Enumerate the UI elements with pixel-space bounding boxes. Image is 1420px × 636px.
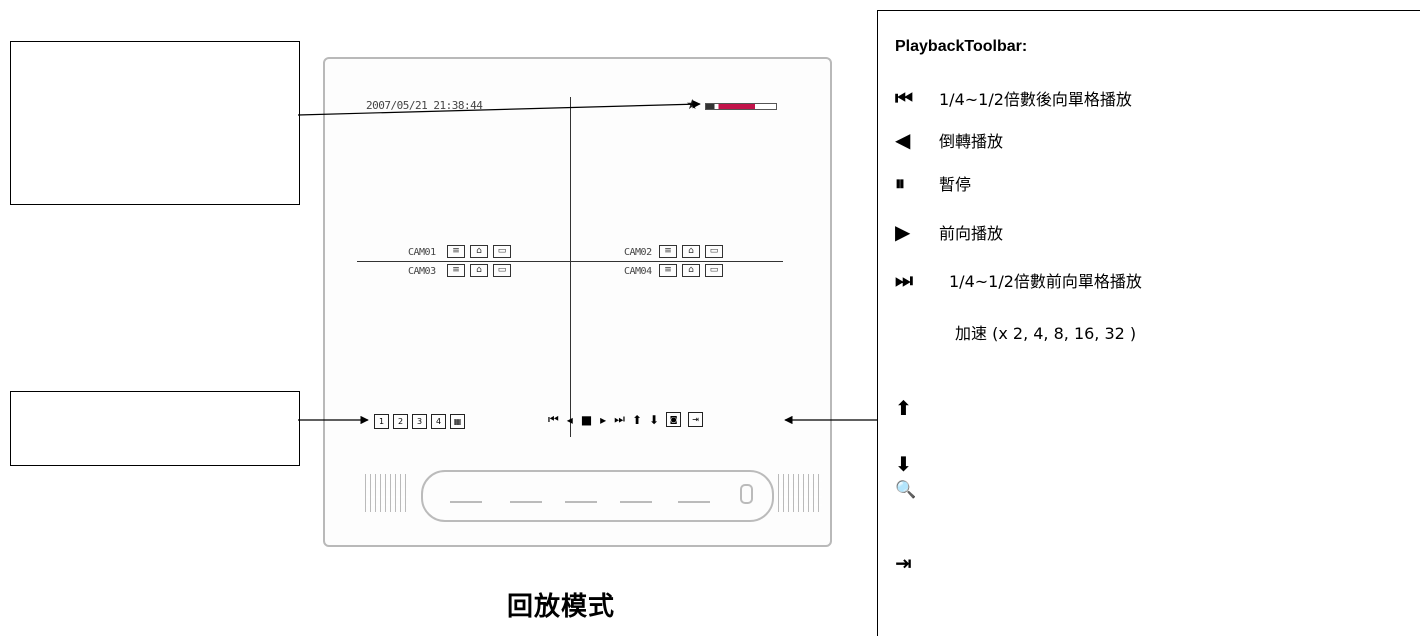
legend-item-arrow-down: ⬇ [895, 454, 921, 474]
osd-timestamp: 2007/05/21 21:38:44 [366, 99, 483, 112]
legend-item-rewind: ◀ 倒轉播放 [895, 128, 1003, 152]
panel-button-1 [450, 487, 482, 503]
legend-label: 1/4~1/2倍數前向單格播放 [949, 272, 1142, 291]
screen-divider-vertical [570, 97, 571, 437]
legend-item-step-back: ⏮ 1/4~1/2倍數後向單格播放 [895, 86, 1132, 110]
camera-label-1: CAM01 [408, 247, 436, 258]
callout-box-top [10, 41, 300, 205]
arrow-timestamp [297, 100, 701, 116]
channel-4-button[interactable]: 4 [431, 414, 446, 429]
step-back-icon[interactable]: ⏮ [548, 412, 559, 426]
pause-icon[interactable]: ■ [580, 412, 593, 427]
speaker-grille-left [365, 474, 409, 512]
camera-status-icons-3: ≡ ⌂ ▭ [447, 264, 511, 277]
legend-label: 1/4~1/2倍數後向單格播放 [939, 90, 1132, 109]
motion-icon: ⌂ [470, 245, 488, 258]
legend-panel [877, 10, 1420, 636]
front-control-panel [421, 470, 774, 522]
motion-icon: ⌂ [682, 264, 700, 277]
video-icon: ▭ [493, 245, 511, 258]
pause-icon: ⏸ [895, 171, 905, 195]
record-icon: ≡ [659, 245, 677, 258]
speaker-grille-right [778, 474, 822, 512]
play-icon[interactable]: ▸ [600, 412, 607, 427]
legend-item-arrow-up: ⬆ [895, 398, 921, 418]
legend-item-zoom: 🔍 [895, 482, 921, 499]
video-icon: ▭ [705, 264, 723, 277]
rewind-icon[interactable]: ◂ [566, 412, 573, 427]
play-icon: ▶ [895, 220, 911, 244]
exit-icon[interactable]: ⇥ [688, 412, 704, 427]
legend-heading: PlaybackToolbar: [895, 38, 1028, 55]
step-forward-icon[interactable]: ⏭ [614, 412, 625, 426]
video-icon: ▭ [493, 264, 511, 277]
legend-label: 倒轉播放 [939, 132, 1004, 151]
motion-icon: ⌂ [682, 245, 700, 258]
channel-3-button[interactable]: 3 [412, 414, 427, 429]
channel-1-button[interactable]: 1 [374, 414, 389, 429]
callout-box-bottom [10, 391, 300, 466]
legend-label: 前向播放 [939, 224, 1004, 243]
motion-icon: ⌂ [470, 264, 488, 277]
zoom-icon[interactable]: ◙ [666, 412, 682, 427]
camera-label-3: CAM03 [408, 266, 436, 277]
channel-2-button[interactable]: 2 [393, 414, 408, 429]
quad-view-icon[interactable]: ▦ [450, 414, 465, 429]
panel-button-5 [678, 487, 710, 503]
legend-item-play: ▶ 前向播放 [895, 220, 1003, 244]
record-icon: ≡ [447, 264, 465, 277]
legend-item-exit: ⇥ [895, 553, 921, 573]
step-back-icon: ⏮ [895, 86, 913, 110]
rewind-icon: ◀ [895, 128, 911, 152]
camera-status-icons-4: ≡ ⌂ ▭ [659, 264, 723, 277]
video-icon: ▭ [705, 245, 723, 258]
monitor-playback-toolbar: ⏮ ◂ ■ ▸ ⏭ ⬆ ⬇ ◙ ⇥ [548, 412, 704, 427]
screen-divider-horizontal [357, 261, 783, 262]
arrow-down-icon[interactable]: ⬇ [649, 412, 660, 427]
dvr-monitor [323, 57, 832, 547]
legend-speed-note: 加速 (x 2, 4, 8, 16, 32 ) [955, 324, 1137, 343]
legend-item-pause: ⏸ 暫停 [895, 171, 971, 195]
panel-knob [740, 484, 753, 504]
arrow-up-icon[interactable]: ⬆ [631, 412, 643, 427]
channel-select-buttons: 1 2 3 4 ▦ [374, 414, 465, 429]
pointer-arrows [297, 100, 877, 425]
arrow-down-icon: ⬇ [895, 452, 912, 476]
camera-status-icons-2: ≡ ⌂ ▭ [659, 245, 723, 258]
mode-title: 回放模式 [507, 592, 616, 622]
record-icon: ≡ [447, 245, 465, 258]
panel-button-2 [510, 487, 542, 503]
legend-item-step-forward: ⏭ 1/4~1/2倍數前向單格播放 [895, 268, 1142, 292]
camera-status-icons-1: ≡ ⌂ ▭ [447, 245, 511, 258]
camera-label-2: CAM02 [624, 247, 652, 258]
legend-label: 暫停 [939, 175, 972, 194]
panel-button-3 [565, 487, 597, 503]
arrow-up-icon: ⬆ [895, 396, 912, 420]
panel-button-4 [620, 487, 652, 503]
step-forward-icon: ⏭ [895, 268, 913, 292]
exit-icon: ⇥ [895, 551, 912, 575]
camera-label-4: CAM04 [624, 266, 652, 277]
zoom-icon: 🔍 [895, 480, 917, 500]
record-icon: ≡ [659, 264, 677, 277]
playback-status-bar [705, 103, 777, 110]
